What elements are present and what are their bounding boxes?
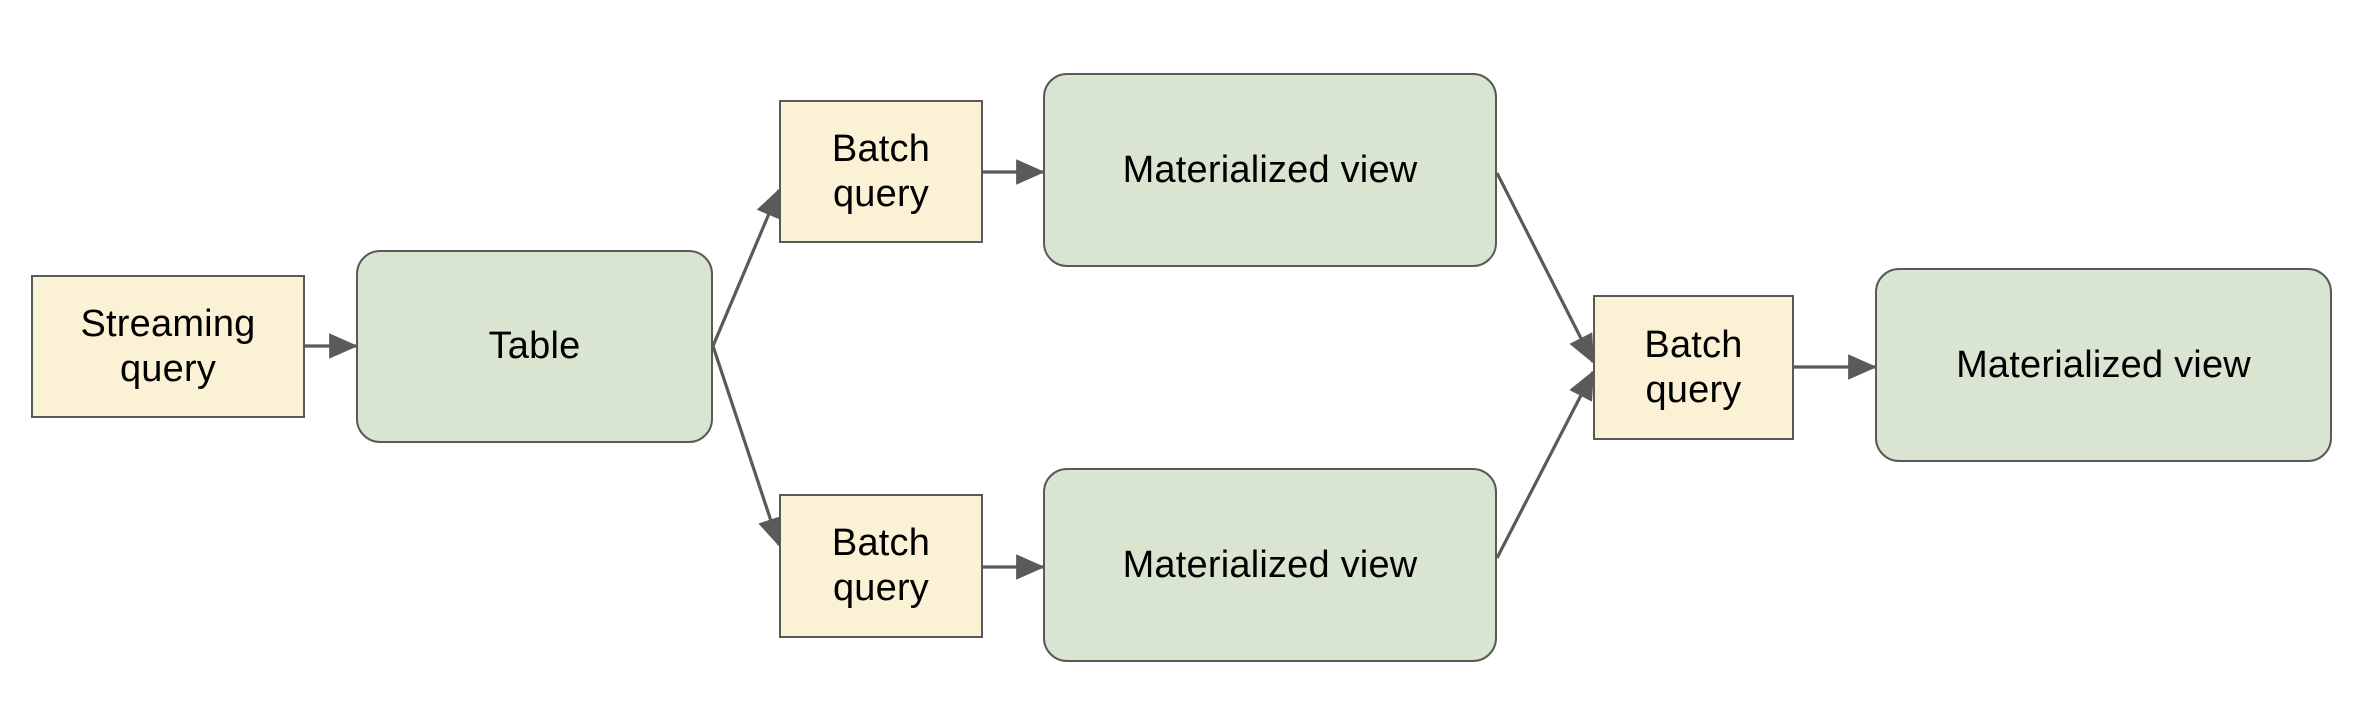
node-batch-query-top[interactable]: Batch query [779, 100, 983, 243]
node-materialized-view-top[interactable]: Materialized view [1043, 73, 1497, 267]
node-label-materialized-view-final: Materialized view [1956, 343, 2251, 386]
node-label-materialized-view-bottom: Materialized view [1122, 543, 1418, 586]
node-materialized-view-bottom[interactable]: Materialized view [1043, 468, 1497, 662]
node-batch-query-bottom[interactable]: Batch query [779, 494, 983, 638]
node-label-streaming-query: Streaming query [80, 302, 256, 390]
edge-table-to-batch-query-bottom [711, 345, 783, 547]
edge-materialized-view-top-to-batch-query-join [1495, 172, 1595, 364]
node-label-materialized-view-top: Materialized view [1122, 148, 1418, 191]
node-materialized-view-final[interactable]: Materialized view [1875, 268, 2332, 462]
node-label-batch-query-join: Batch query [1644, 323, 1743, 411]
node-label-batch-query-bottom: Batch query [831, 522, 931, 609]
node-batch-query-join[interactable]: Batch query [1593, 295, 1794, 440]
node-label-table: Table [488, 325, 581, 368]
node-label-batch-query-top: Batch query [831, 127, 931, 215]
node-table[interactable]: Table [356, 250, 713, 443]
edge-table-to-batch-query-top [711, 188, 781, 347]
node-streaming-query[interactable]: Streaming query [31, 275, 305, 418]
edge-materialized-view-bottom-to-batch-query-join [1495, 370, 1595, 559]
